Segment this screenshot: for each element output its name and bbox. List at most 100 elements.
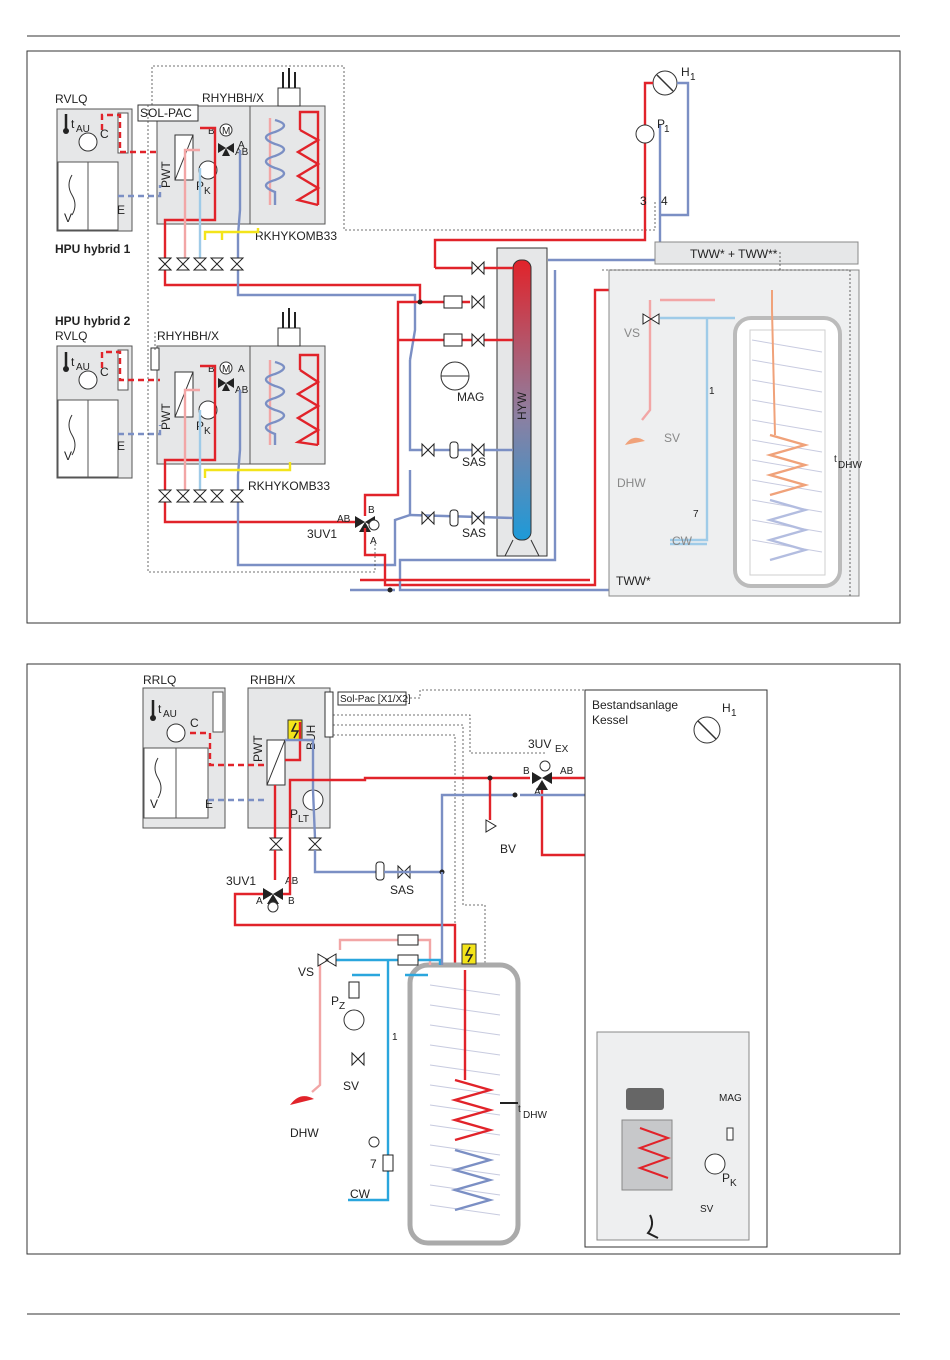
- rhyhbh-1-label: RHYHBH/X: [202, 91, 264, 105]
- svg-text:AU: AU: [76, 362, 90, 373]
- svg-text:A: A: [238, 364, 245, 375]
- solpac-label-2: Sol-Pac [X1/X2]: [340, 694, 411, 705]
- svg-text:B: B: [368, 505, 375, 516]
- valve-row-1: [157, 257, 245, 271]
- svg-text:PWT: PWT: [251, 735, 265, 762]
- svg-text:AB: AB: [560, 766, 574, 777]
- svg-text:SV: SV: [664, 431, 680, 445]
- svg-text:1: 1: [664, 124, 670, 135]
- svg-text:AB: AB: [285, 876, 299, 887]
- svg-text:P: P: [722, 1171, 730, 1185]
- svg-text:E: E: [205, 797, 213, 811]
- svg-text:P: P: [331, 994, 339, 1008]
- diagram-2: RRLQ t AU C V E RHBH/X PWT BUH P LT Sol-…: [26, 663, 901, 1255]
- rkhykomb-2-label: RKHYKOMB33: [248, 479, 330, 493]
- svg-text:M: M: [222, 364, 230, 375]
- valve-hyw-1: [471, 260, 485, 276]
- svg-text:K: K: [730, 1178, 737, 1189]
- tww-label: TWW*: [616, 574, 651, 588]
- sas-separator: [375, 861, 385, 881]
- hpu-hybrid-1-label: HPU hybrid 1: [55, 242, 131, 256]
- svg-text:CW: CW: [350, 1187, 371, 1201]
- svg-text:AB: AB: [337, 514, 351, 525]
- svg-text:DHW: DHW: [523, 1110, 547, 1121]
- svg-text:B: B: [208, 364, 215, 375]
- svg-text:DHW: DHW: [290, 1126, 319, 1140]
- svg-text:3UV: 3UV: [528, 737, 551, 751]
- svg-text:SAS: SAS: [462, 526, 486, 540]
- outdoor-unit-1: [56, 108, 133, 232]
- solpac-label: SOL-PAC: [140, 106, 192, 120]
- hyw-tank: [496, 247, 548, 557]
- boiler-label: Kessel: [592, 713, 628, 727]
- vs-valve: [317, 953, 337, 967]
- svg-text:B: B: [288, 896, 295, 907]
- rrlq-label: RRLQ: [143, 673, 176, 687]
- svg-text:AU: AU: [163, 709, 177, 720]
- svg-text:C: C: [190, 716, 199, 730]
- svg-text:M: M: [222, 126, 230, 137]
- mag-label: MAG: [457, 390, 484, 404]
- burner-icon: [626, 1088, 664, 1110]
- bv-valve-1: [485, 819, 497, 833]
- svg-text:PWT: PWT: [159, 161, 173, 188]
- svg-text:PWT: PWT: [159, 403, 173, 430]
- tww-combined-label: TWW* + TWW**: [690, 247, 778, 261]
- svg-text:SV: SV: [700, 1204, 714, 1215]
- outdoor-unit-2: [56, 345, 133, 479]
- svg-text:E: E: [117, 203, 125, 217]
- svg-text:EX: EX: [555, 744, 569, 755]
- svg-text:B: B: [523, 766, 530, 777]
- hyw-label: HYW: [515, 391, 529, 420]
- svg-text:AB: AB: [235, 147, 249, 158]
- svg-text:t: t: [71, 355, 75, 369]
- svg-text:H: H: [681, 65, 690, 79]
- svg-text:E: E: [117, 439, 125, 453]
- svg-text:t: t: [518, 1104, 521, 1115]
- 3uv1-label: 3UV1: [307, 527, 337, 541]
- svg-text:A: A: [534, 787, 541, 798]
- boiler-cabinet: [596, 1031, 750, 1241]
- 3uv1-valve-2: [263, 888, 283, 904]
- 3uv-ex-valve: [532, 772, 552, 790]
- rvlq-1-label: RVLQ: [55, 92, 87, 106]
- svg-text:K: K: [204, 426, 211, 437]
- 3uv1-valve: [355, 516, 380, 532]
- svg-text:V: V: [64, 449, 72, 463]
- svg-text:DHW: DHW: [838, 460, 862, 471]
- shower-head-icon-2: [290, 1096, 314, 1105]
- svg-text:DHW: DHW: [617, 476, 646, 490]
- rvlq-2-label: RVLQ: [55, 329, 87, 343]
- svg-text:A: A: [370, 536, 377, 547]
- svg-text:1: 1: [709, 386, 715, 397]
- svg-text:C: C: [100, 365, 109, 379]
- dhw-cylinder-1: [733, 316, 842, 588]
- svg-text:t: t: [71, 117, 75, 131]
- svg-text:K: K: [204, 186, 211, 197]
- pump-pz-icon: [343, 1009, 365, 1031]
- solpac-box: [137, 104, 199, 122]
- compressor-icon: [78, 132, 98, 152]
- svg-text:Z: Z: [339, 1001, 345, 1012]
- pump-p1-icon: [635, 124, 655, 144]
- svg-text:P: P: [290, 807, 298, 821]
- solpac-box-2: [337, 691, 407, 706]
- svg-text:3: 3: [640, 194, 647, 208]
- svg-text:VS: VS: [624, 326, 640, 340]
- flue-1: [277, 87, 301, 107]
- rkhykomb-1-label: RKHYKOMB33: [255, 229, 337, 243]
- valve-row-2: [157, 489, 245, 503]
- svg-text:1: 1: [690, 72, 696, 83]
- svg-text:t: t: [158, 702, 162, 716]
- svg-text:1: 1: [392, 1032, 398, 1043]
- svg-text:AU: AU: [76, 124, 90, 135]
- svg-text:SAS: SAS: [390, 883, 414, 897]
- svg-text:4: 4: [661, 194, 668, 208]
- svg-text:C: C: [100, 127, 109, 141]
- svg-text:t: t: [834, 454, 837, 465]
- svg-text:V: V: [64, 211, 72, 225]
- svg-text:7: 7: [693, 509, 699, 520]
- tww-combined-box: [654, 241, 859, 265]
- svg-text:AB: AB: [235, 385, 249, 396]
- pump-pk-2-icon: [704, 1153, 726, 1175]
